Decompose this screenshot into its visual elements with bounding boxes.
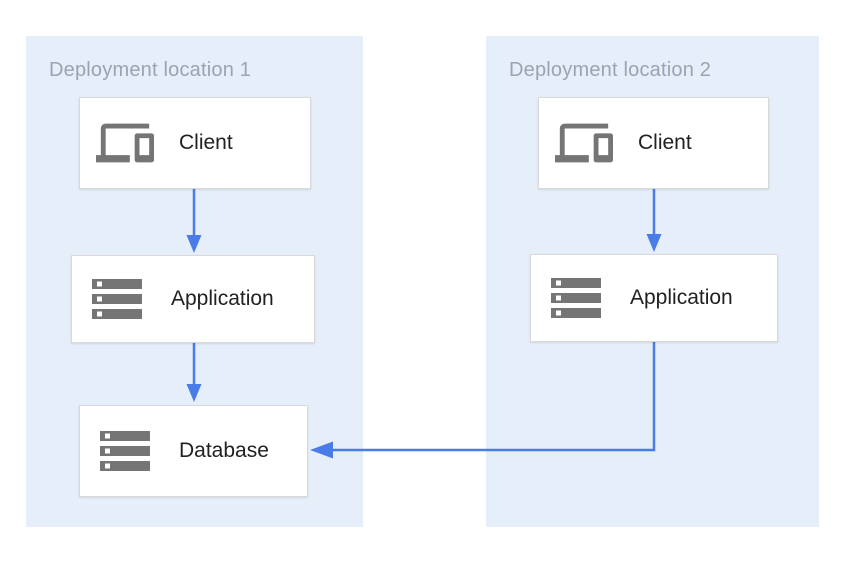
devices-icon	[554, 113, 614, 173]
node-label: Client	[179, 131, 233, 154]
node-label: Application	[630, 286, 733, 309]
node-database-location1: Database	[79, 405, 308, 497]
server-stack-icon	[95, 421, 155, 481]
node-application-location2: Application	[530, 254, 778, 342]
node-application-location1: Application	[71, 255, 315, 343]
node-label: Application	[171, 287, 274, 310]
node-label: Client	[638, 131, 692, 154]
zone-1-title: Deployment location 1	[49, 59, 252, 81]
node-client-location2: Client	[538, 97, 769, 189]
node-label: Database	[179, 439, 269, 462]
server-stack-icon	[546, 268, 606, 328]
server-stack-icon	[87, 269, 147, 329]
devices-icon	[95, 113, 155, 173]
node-client-location1: Client	[79, 97, 311, 189]
zone-2-title: Deployment location 2	[509, 59, 712, 81]
